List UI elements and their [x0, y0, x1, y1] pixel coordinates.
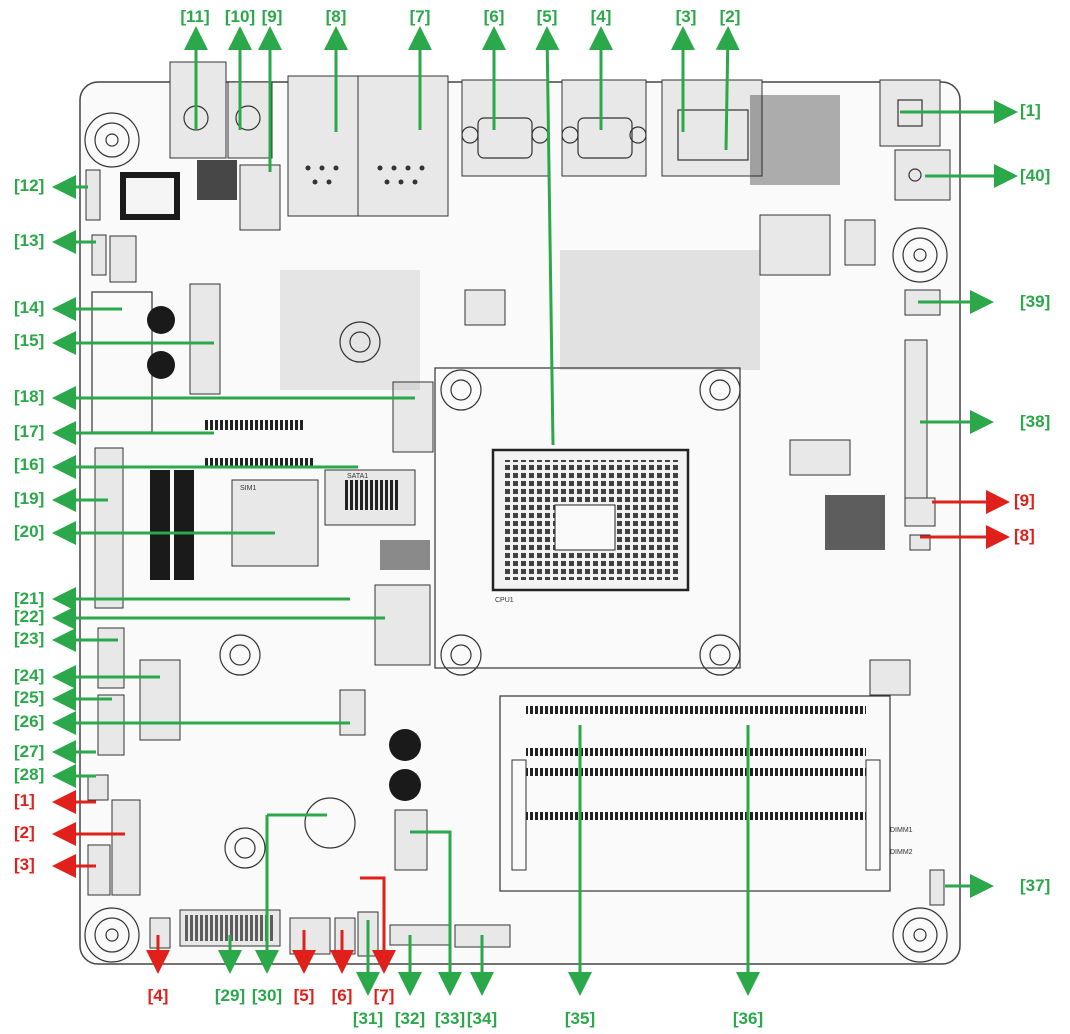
dimm1-silkscreen: DIMM1: [890, 827, 913, 834]
callout-label-left-green-11: [23]: [14, 629, 44, 648]
callout-label-top-0: [11]: [180, 7, 209, 26]
callout-label-bottom-green-3: [32]: [395, 1009, 425, 1028]
callout-label-left-red-0: [1]: [14, 791, 35, 810]
callout-label-bottom-green-1: [30]: [252, 986, 282, 1005]
callout-label-bottom-red-3: [7]: [374, 986, 395, 1005]
callout-label-top-5: [6]: [484, 7, 505, 26]
callout-label-bottom-red-1: [5]: [294, 986, 315, 1005]
callout-label-top-6: [5]: [537, 7, 558, 26]
callout-label-left-green-15: [27]: [14, 742, 44, 761]
callout-label-top-1: [10]: [225, 7, 255, 26]
sim-silkscreen: SIM1: [240, 485, 256, 492]
callout-label-top-3: [8]: [326, 7, 347, 26]
callout-arrow-top-9: [715, 26, 740, 151]
callout-label-left-green-7: [19]: [14, 489, 44, 508]
callout-label-top-7: [4]: [591, 7, 612, 26]
callout-label-right-green-2: [39]: [1020, 292, 1050, 311]
callout-label-left-green-9: [21]: [14, 589, 44, 608]
callout-label-left-green-14: [26]: [14, 712, 44, 731]
callout-arrow-top-6: [535, 26, 560, 446]
callout-label-right-red-0: [9]: [1014, 491, 1035, 510]
mounting-holes: [84, 112, 948, 963]
callout-label-left-green-3: [15]: [14, 331, 44, 350]
callout-label-bottom-red-0: [4]: [148, 986, 169, 1005]
callout-arrow-bottom-green-4: [410, 830, 462, 996]
callout-label-right-green-0: [1]: [1020, 101, 1041, 120]
callout-label-bottom-green-4: [33]: [435, 1009, 465, 1028]
callout-label-left-red-2: [3]: [14, 855, 35, 874]
callout-label-right-green-1: [40]: [1020, 166, 1050, 185]
sata-silkscreen: SATA1: [347, 473, 368, 480]
dimm2-silkscreen: DIMM2: [890, 849, 913, 856]
callout-label-bottom-green-6: [35]: [565, 1009, 595, 1028]
rear-io-connectors: [169, 61, 951, 217]
callout-label-left-green-8: [20]: [14, 522, 44, 541]
callout-label-top-9: [2]: [720, 7, 741, 26]
callout-label-left-green-6: [16]: [14, 455, 44, 474]
callout-label-top-4: [7]: [410, 7, 431, 26]
callout-label-bottom-red-2: [6]: [332, 986, 353, 1005]
cpu-silkscreen: CPU1: [495, 597, 514, 604]
callout-arrow-bottom-red-3: [360, 876, 396, 974]
board-components: SIM1 SATA1: [85, 95, 945, 957]
cpu-package: CPU1: [434, 367, 741, 669]
callout-label-left-green-5: [17]: [14, 422, 44, 441]
callout-label-left-red-1: [2]: [14, 823, 35, 842]
callout-arrow-bottom-green-1: [267, 813, 327, 968]
callout-label-bottom-green-7: [36]: [733, 1009, 763, 1028]
callout-label-right-green-3: [38]: [1020, 412, 1050, 431]
dimm-slots: DIMM1 DIMM2: [499, 695, 913, 892]
callout-label-top-8: [3]: [676, 7, 697, 26]
callout-label-left-green-2: [14]: [14, 298, 44, 317]
callout-label-left-green-0: [12]: [14, 176, 44, 195]
callout-label-top-2: [9]: [262, 7, 283, 26]
callouts: [11] [10] [9] [8] [7] [6] [5] [4] [3] [2] [1] [40] […: [14, 7, 1050, 1028]
callout-label-left-green-10: [22]: [14, 607, 44, 626]
callout-label-right-red-1: [8]: [1014, 526, 1035, 545]
callout-label-bottom-green-5: [34]: [467, 1009, 497, 1028]
callout-label-bottom-green-2: [31]: [353, 1009, 383, 1028]
callout-label-bottom-green-0: [29]: [215, 986, 245, 1005]
callout-label-right-green-4: [37]: [1020, 876, 1050, 895]
callout-label-left-green-13: [25]: [14, 688, 44, 707]
callout-label-left-green-4: [18]: [14, 387, 44, 406]
callout-label-left-green-12: [24]: [14, 666, 44, 685]
callout-label-left-green-16: [28]: [14, 765, 44, 784]
callout-label-left-green-1: [13]: [14, 231, 44, 250]
